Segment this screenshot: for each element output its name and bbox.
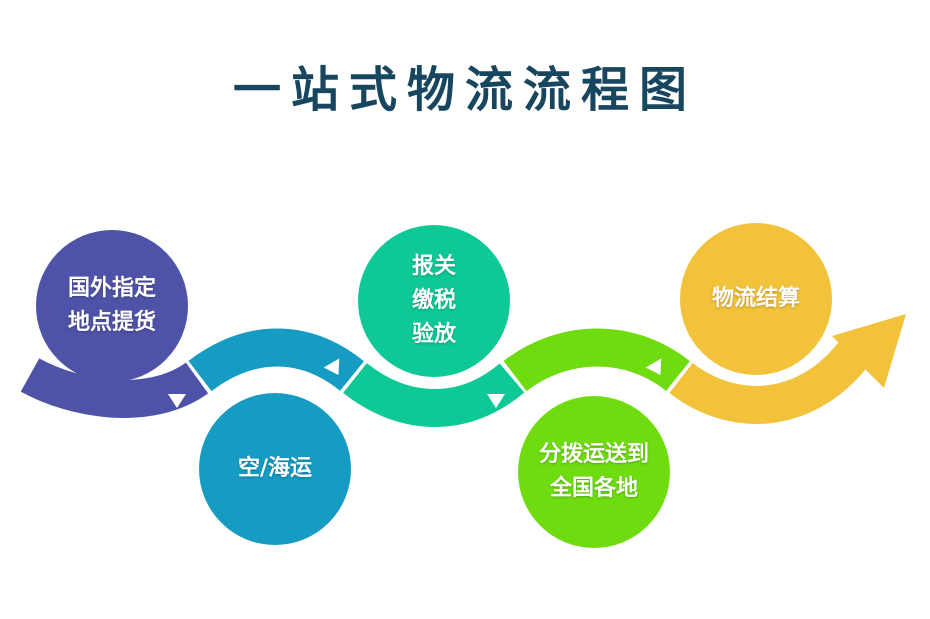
triangle-marker-icon: [323, 358, 340, 376]
step-circle-5: [680, 223, 832, 375]
step-label-line: 验放: [411, 322, 457, 347]
step-label-3: 报关 缴税 验放: [412, 250, 456, 352]
step-label-1: 国外指定 地点提货: [68, 272, 156, 340]
step-circle-2: [199, 393, 351, 545]
wave-segment-5: [669, 336, 874, 424]
page-title: 一站式物流流程图: [232, 62, 697, 118]
step-label-line: 分拨运送到: [538, 442, 650, 467]
step-circle-1: [36, 230, 188, 382]
triangle-marker-icon: [487, 394, 505, 408]
wave-segment-1: [20, 358, 209, 418]
triangle-marker-icon: [168, 394, 186, 408]
step-label-line: 空/海运: [237, 456, 313, 481]
step-label-4: 分拨运送到 全国各地: [539, 438, 649, 506]
arrow-head-icon: [832, 314, 906, 388]
step-circle-4: [518, 396, 670, 548]
step-label-2: 空/海运: [238, 452, 312, 486]
step-circle-3: [358, 225, 510, 377]
wave-segment-2: [188, 328, 364, 392]
step-label-line: 缴税: [411, 288, 457, 313]
step-label-line: 物流结算: [711, 286, 801, 311]
step-label-line: 报关: [411, 254, 457, 279]
step-label-line: 全国各地: [549, 476, 639, 501]
wave-segment-4: [503, 328, 690, 392]
triangle-marker-icon: [645, 358, 662, 376]
step-label-5: 物流结算: [712, 282, 800, 316]
step-label-line: 地点提货: [67, 310, 157, 335]
wave-segment-3: [343, 362, 525, 427]
step-label-line: 国外指定: [67, 276, 157, 301]
